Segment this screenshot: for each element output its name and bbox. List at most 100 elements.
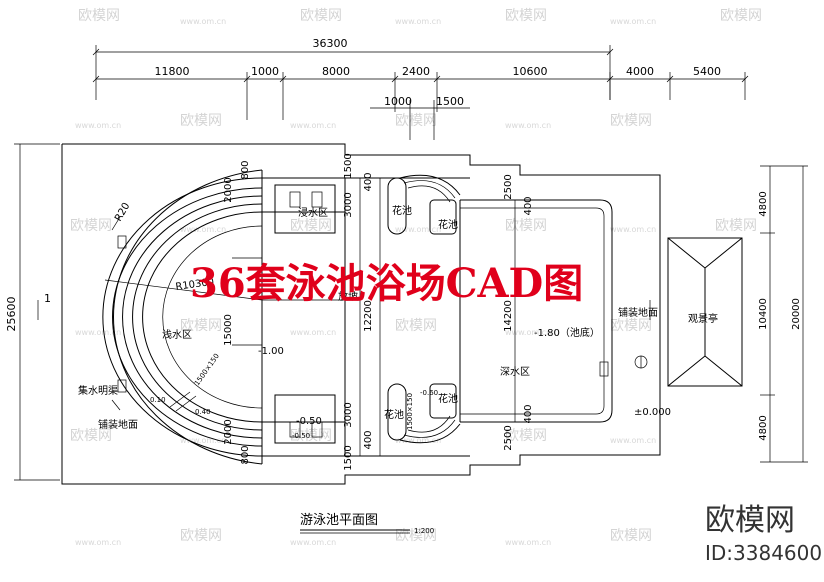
watermark-text: 欧模网	[300, 8, 342, 24]
inner-dim-mid-col: 12200	[363, 300, 374, 332]
brand-block: 欧模网 ID:3384600	[705, 503, 822, 565]
watermark-text: 欧模网	[180, 113, 222, 129]
label-radius: R10300	[175, 277, 215, 293]
dimension-segment: 10600	[513, 65, 548, 78]
inner-dim-right-col: 2500	[503, 174, 514, 199]
watermark-text: 欧模网	[505, 428, 547, 444]
watermark-text: 欧模网	[395, 318, 437, 334]
watermark-url: www.om.cn	[180, 17, 226, 26]
left-dimension: 25600 1	[5, 143, 60, 481]
label-level: -0.50	[296, 416, 322, 427]
watermark-text: 欧模网	[395, 528, 437, 544]
inner-dim-left-col: 2000	[223, 177, 234, 202]
dimension-segment: 8000	[322, 65, 350, 78]
inner-dim-left-top: 800	[240, 160, 251, 179]
pool-rings	[102, 169, 263, 465]
dimension-right-segment: 4800	[758, 191, 769, 216]
inner-dim-right-col: 2500	[503, 425, 514, 450]
label-pavilion: 观景亭	[688, 312, 718, 325]
site-outline	[61, 143, 661, 485]
drawing-scale: 1:200	[414, 527, 434, 535]
watermark-text: 欧模网	[70, 218, 112, 234]
inner-dim-mid-col: 3000	[343, 402, 354, 427]
dimension-overall: 36300	[313, 37, 348, 50]
watermark-url: www.om.cn	[395, 225, 441, 234]
watermark-text: 欧模网	[505, 8, 547, 24]
watermark-text: 欧模网	[505, 218, 547, 234]
watermark-text: 欧模网	[610, 318, 652, 334]
inner-dim-left-bottom: 800	[240, 445, 251, 464]
dimension-left: 25600	[5, 297, 18, 332]
dimension-segment: 11800	[155, 65, 190, 78]
dimension-segment: 5400	[693, 65, 721, 78]
watermark-url: www.om.cn	[610, 225, 656, 234]
label-paving-right: 铺装地面	[618, 306, 658, 319]
label-level: 0.40	[195, 408, 211, 416]
dimension-right-segment: 4800	[758, 415, 769, 440]
label-level: -1.00	[258, 346, 284, 357]
label-planter: 花池	[438, 218, 458, 231]
inner-dim-right-col: 400	[523, 196, 534, 215]
inner-dimensions: 2000 15000 2000 800 800 1500 400 3000 12…	[223, 153, 534, 470]
label-step-dim: 1500×150	[406, 393, 414, 430]
watermark-text: 欧模网	[610, 113, 652, 129]
watermark-url: www.om.cn	[75, 121, 121, 130]
watermark-text: 欧模网	[715, 218, 757, 234]
watermark-text: 欧模网	[180, 318, 222, 334]
watermark-url: www.om.cn	[75, 538, 121, 547]
label-collect-channel: 集水明渠	[78, 384, 118, 397]
inner-dim-left-col: 2000	[223, 419, 234, 444]
watermark-text: 欧模网	[720, 8, 762, 24]
label-level: -0.60	[420, 389, 438, 397]
dimension-right-overall: 20000	[791, 298, 802, 330]
watermark-url: www.om.cn	[290, 328, 336, 337]
watermark-url: www.om.cn	[610, 436, 656, 445]
watermark-layer: 欧模网 欧模网 欧模网 欧模网 欧模网 欧模网 欧模网 欧模网 欧模网 欧模网 …	[70, 8, 762, 547]
watermark-url: www.om.cn	[180, 436, 226, 445]
label-planter: 花池	[438, 392, 458, 405]
inner-dim-mid-col: 1500	[343, 153, 354, 178]
dimension-segment: 2400	[402, 65, 430, 78]
watermark-text: 欧模网	[78, 8, 120, 24]
inner-dim-right-col: 14200	[503, 300, 514, 332]
inner-dim-mid-col: 1500	[343, 445, 354, 470]
watermark-text: 欧模网	[290, 218, 332, 234]
drawing-title: 游泳池平面图 1:200	[300, 513, 434, 535]
label-pool-bottom: -1.80（池底）	[534, 326, 600, 339]
pool-inner	[232, 170, 470, 464]
label-shallow-zone: 浅水区	[162, 328, 192, 341]
inner-dim-mid-col: 400	[363, 430, 374, 449]
label-planter: 花池	[384, 408, 404, 421]
promo-banner: 36套泳池浴场CAD图	[190, 260, 583, 307]
inner-dim-left-col: 15000	[223, 314, 234, 346]
pavilion	[667, 237, 743, 387]
label-deep-zone: 深水区	[500, 366, 530, 378]
brand-name: 欧模网	[705, 503, 795, 538]
top-dimension-chain: 36300 11800 1000 8000 2400 10600 4000 54…	[92, 37, 749, 140]
label-step-dim: 1500×150	[193, 352, 221, 387]
dimension-sub: 1000	[384, 95, 412, 108]
drawing-title-text: 游泳池平面图	[300, 513, 378, 528]
brand-id: ID:3384600	[705, 541, 822, 565]
label-level: ±0.000	[634, 407, 671, 418]
label-wading-zone: 浸水区	[298, 207, 328, 219]
watermark-text: 欧模网	[70, 428, 112, 444]
label-level: -0.50	[292, 432, 310, 440]
watermark-text: 欧模网	[610, 528, 652, 544]
label-level: 0.10	[150, 396, 166, 404]
label-planter: 花池	[392, 204, 412, 217]
deep-pool	[459, 199, 648, 423]
watermark-text: 欧模网	[395, 113, 437, 129]
watermark-text: 欧模网	[180, 528, 222, 544]
section-mark: 1	[44, 292, 51, 305]
label-paving-left: 铺装地面	[98, 418, 138, 431]
watermark-url: www.om.cn	[290, 121, 336, 130]
watermark-text: 欧模网	[290, 428, 332, 444]
inner-dim-mid-col: 3000	[343, 192, 354, 217]
label-radius-small: R20	[113, 201, 132, 224]
inner-dim-right-col: 400	[523, 404, 534, 423]
watermark-url: www.om.cn	[505, 121, 551, 130]
dimension-segment: 1000	[251, 65, 279, 78]
label-ramp: 放坡	[338, 290, 358, 303]
